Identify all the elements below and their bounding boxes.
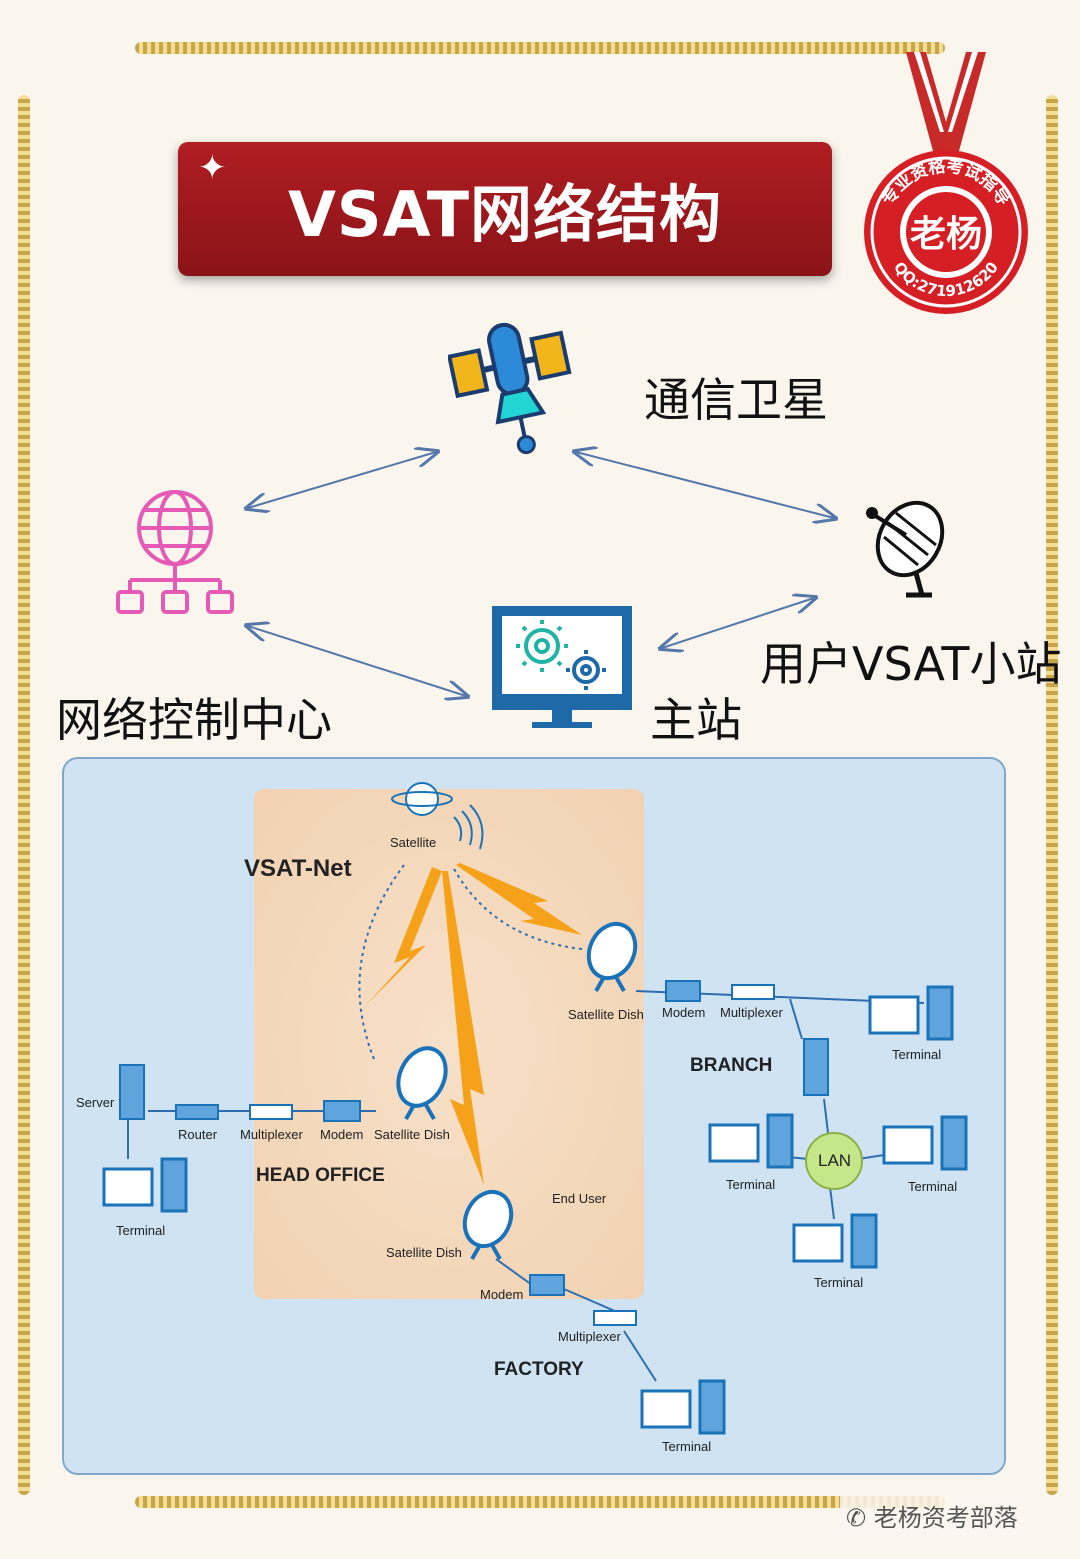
satellite-icon: [448, 322, 572, 455]
vsat-detail-figure: VSAT-Net Satellite Server Router Multipl…: [62, 757, 1006, 1475]
arrow-ncc-master: [248, 626, 466, 696]
modem-factory-label: Modem: [480, 1287, 524, 1302]
dotted-links: [358, 864, 583, 1060]
vsat-net-title: VSAT-Net: [244, 855, 352, 882]
end-user-label: End User: [552, 1191, 607, 1206]
modem-branch-label: Modem: [662, 1005, 706, 1020]
title-banner: ✦ VSAT网络结构: [178, 142, 832, 276]
head-office-label: HEAD OFFICE: [256, 1165, 385, 1186]
frame-left-border: [18, 95, 30, 1495]
footer-source-label: ✆ 老杨资考部落: [840, 1496, 1024, 1535]
satellite-label: 通信卫星: [644, 373, 828, 427]
satellite-dish-icon: [866, 500, 945, 598]
network-devices: [119, 980, 829, 1326]
modem-head-label: Modem: [320, 1127, 364, 1142]
terminal-factory-label: Terminal: [662, 1439, 712, 1454]
lan-circle: [805, 1132, 863, 1190]
connection-arrows: [0, 0, 1080, 760]
monitor-gears-icon: [492, 606, 632, 728]
lan-label: LAN: [818, 1151, 852, 1170]
factory-dish-icon: [462, 1189, 514, 1260]
frame-bottom-border: [135, 1496, 945, 1508]
router-label: Router: [178, 1127, 218, 1142]
terminal-branch-1-label: Terminal: [892, 1047, 942, 1062]
dish-head-label: Satellite Dish: [374, 1127, 450, 1142]
dish-factory-label: Satellite Dish: [386, 1245, 462, 1260]
head-office-dish-icon: [396, 1046, 448, 1120]
satellite-small-label: Satellite: [390, 835, 437, 850]
terminal-icons: [102, 985, 968, 1435]
frame-right-border: [1046, 95, 1058, 1495]
sparkle-icon: ✦: [198, 148, 227, 188]
globe-network-icon: [116, 490, 234, 614]
multiplexer-head-label: Multiplexer: [240, 1127, 303, 1142]
page-title: VSAT网络结构: [287, 178, 723, 251]
wechat-icon: ✆: [846, 1504, 867, 1532]
footer-text: 老杨资考部落: [873, 1504, 1018, 1532]
lightning-icons: [366, 863, 582, 1185]
arrow-master-user: [662, 598, 814, 648]
vsat-detail-graphics: [102, 782, 968, 1435]
factory-label: FACTORY: [494, 1359, 584, 1380]
stamp-logo: 老杨 专业资格考试指导 QQ:271912620: [864, 52, 1028, 314]
terminal-branch-2-label: Terminal: [726, 1177, 776, 1192]
master-station-label: 主站: [650, 693, 742, 747]
multiplexer-factory-label: Multiplexer: [558, 1329, 621, 1344]
frame-top-border: [135, 42, 945, 54]
arrow-ncc-satellite: [248, 452, 436, 508]
ncc-label: 网络控制中心: [56, 693, 332, 747]
multiplexer-branch-label: Multiplexer: [720, 1005, 783, 1020]
terminal-head-label: Terminal: [116, 1223, 166, 1238]
server-label: Server: [76, 1095, 115, 1110]
branch-dish-icon: [586, 921, 638, 992]
branch-label: BRANCH: [690, 1055, 773, 1076]
stamp-center-text: 老杨: [910, 214, 982, 255]
arrow-satellite-user: [576, 452, 834, 518]
terminal-branch-3-label: Terminal: [908, 1179, 958, 1194]
satellite-small-icon: [391, 782, 484, 850]
dish-branch-label: Satellite Dish: [568, 1007, 644, 1022]
terminal-branch-4-label: Terminal: [814, 1275, 864, 1290]
vsat-net-area: [254, 789, 644, 1299]
